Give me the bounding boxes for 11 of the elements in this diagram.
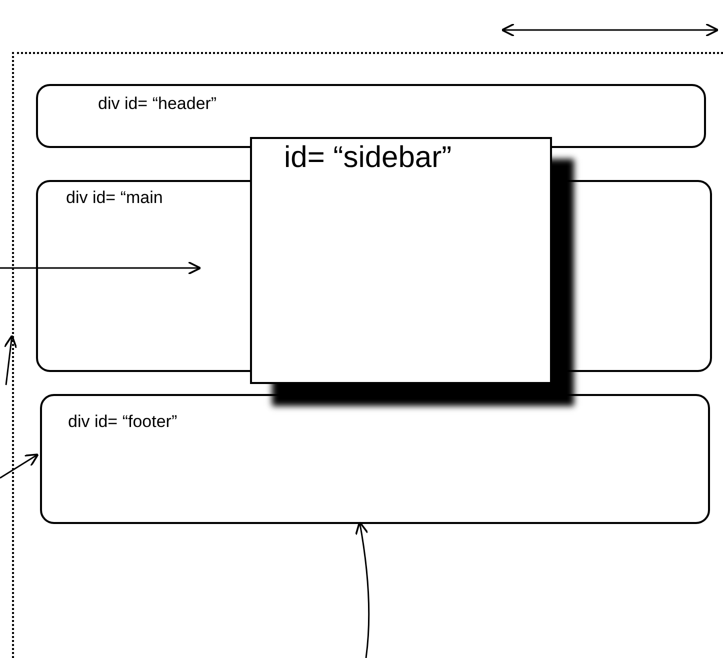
arrow bbox=[354, 521, 370, 658]
node-label: id= “sidebar” bbox=[284, 141, 452, 175]
node-label: div id= “main bbox=[66, 188, 163, 208]
arrow bbox=[4, 334, 18, 386]
node-label: div id= “footer” bbox=[68, 412, 178, 432]
node-label: div id= “header” bbox=[98, 94, 217, 114]
sidebar-box bbox=[250, 137, 552, 384]
arrow bbox=[0, 454, 39, 479]
footer-box bbox=[40, 394, 710, 524]
page-outline bbox=[12, 52, 723, 658]
arrow bbox=[0, 261, 202, 275]
